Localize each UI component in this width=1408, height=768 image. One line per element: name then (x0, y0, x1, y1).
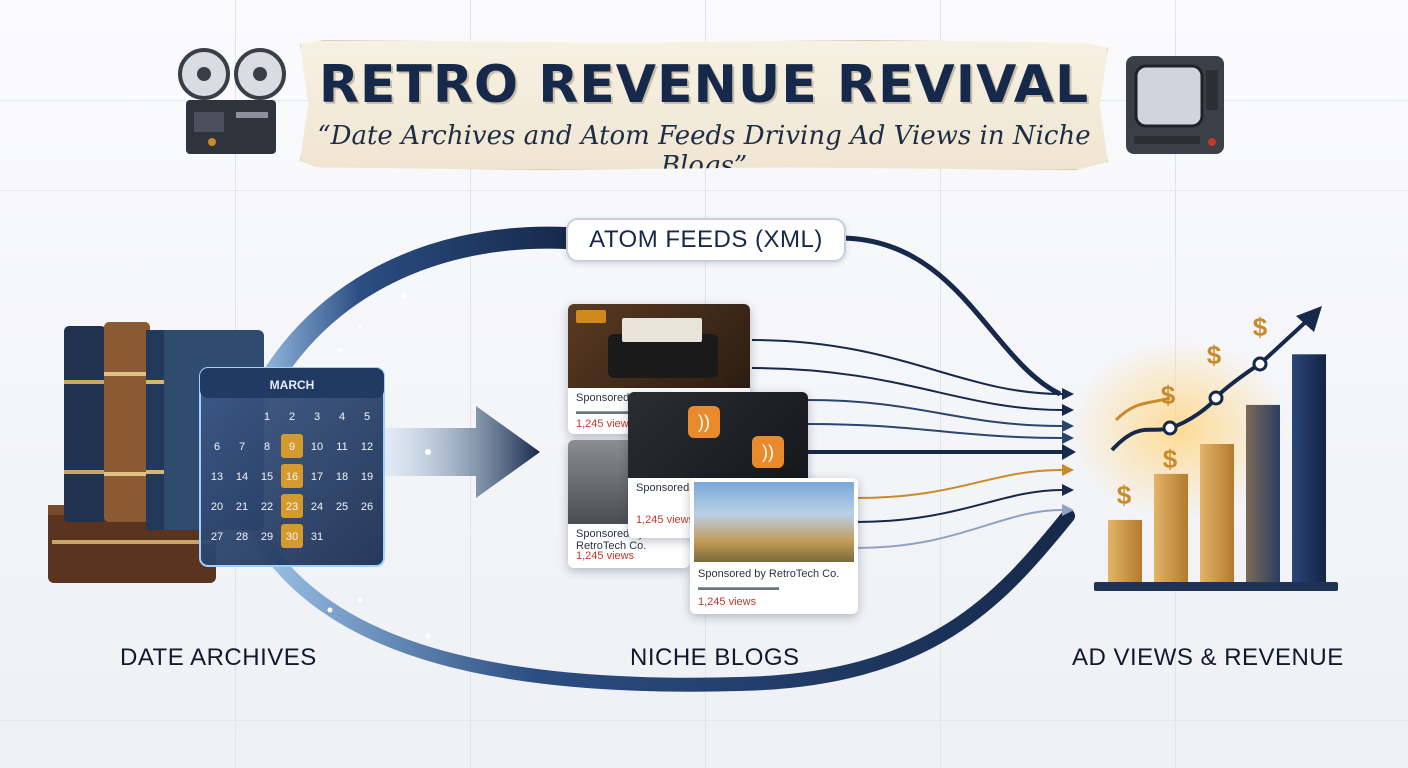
sponsored-badge (576, 310, 606, 323)
stage-label-date-archives: DATE ARCHIVES (120, 644, 317, 671)
calendar-day: 2 (289, 411, 295, 423)
calendar-day: 21 (236, 501, 248, 513)
calendar-highlight (281, 524, 303, 548)
calendar-day: 25 (336, 501, 348, 513)
revenue-bar (1154, 473, 1188, 582)
calendar-month: MARCH (270, 378, 315, 392)
calendar-day: 6 (214, 441, 220, 453)
main-flow-arrow (384, 406, 540, 498)
stage-label-ad-views: AD VIEWS & REVENUE (1072, 644, 1344, 671)
dollar-icon: $ (1161, 380, 1176, 410)
grid-line (0, 720, 1408, 721)
grid-line (940, 0, 941, 768)
calendar-day: 26 (361, 501, 373, 513)
feed-arc-lower (243, 509, 1075, 692)
post-excerpt: ▬▬▬▬▬▬▬▬▬ (698, 582, 779, 592)
grid-line (470, 0, 471, 768)
growth-arrow-icon (1296, 306, 1322, 332)
calendar-day: 17 (311, 471, 323, 483)
feed-lines (751, 339, 1063, 549)
calendar-day: 13 (211, 471, 223, 483)
post-excerpt: ▬▬▬▬▬▬▬▬▬ (576, 406, 657, 416)
rss-icon: )) (752, 436, 784, 468)
keyboard-rss-thumbnail: )) )) (628, 392, 808, 478)
calendar-day: 12 (361, 441, 373, 453)
calendar-day: 22 (261, 501, 273, 513)
revenue-bar (1246, 404, 1280, 582)
dollar-icon: $ (1117, 480, 1132, 510)
dollar-icon: $ (1163, 444, 1178, 474)
calendar-day: 15 (261, 471, 273, 483)
calendar-day: 9 (289, 441, 295, 453)
calendar-day: 7 (239, 441, 245, 453)
growth-point (1162, 420, 1178, 436)
revenue-bar (1108, 519, 1142, 582)
stage-label-niche-blogs: NICHE BLOGS (630, 644, 800, 671)
grid-line (0, 190, 1408, 191)
blog-card: Sponsored by RetroTech Co. ▬▬▬▬▬▬▬▬▬ 1,2… (690, 478, 858, 614)
title-banner: RETRO REVENUE REVIVAL “Date Archives and… (300, 40, 1108, 170)
calendar-day: 31 (311, 531, 323, 543)
rss-icon: )) (688, 406, 720, 438)
calendar-day: 10 (311, 441, 323, 453)
views-count: 1,245 views (698, 596, 757, 608)
calendar-day: 8 (264, 441, 270, 453)
growth-line-gold (1114, 396, 1171, 422)
page-subtitle: “Date Archives and Atom Feeds Driving Ad… (317, 121, 1091, 181)
retro-tv-icon (1126, 56, 1224, 154)
blog-card: )) )) Sponsored by 1,245 views (628, 392, 808, 538)
dollar-icon: $ (1207, 340, 1222, 370)
calendar-day: 1 (264, 411, 270, 423)
revenue-chart: $ $ $ $ $ (1070, 306, 1338, 591)
calendar-day: 20 (211, 501, 223, 513)
atom-feeds-label: ATOM FEEDS (XML) (566, 218, 846, 262)
revenue-bar (1200, 444, 1234, 582)
landscape-thumbnail (694, 482, 854, 562)
calendar-day: 30 (286, 531, 298, 543)
calendar-day: 5 (364, 411, 370, 423)
calendar-day: 27 (211, 531, 223, 543)
feed-arc-upper-tail (841, 235, 1062, 397)
calendar-day: 16 (286, 471, 298, 483)
page-title: RETRO REVENUE REVIVAL (318, 55, 1090, 115)
views-count: 1,245 views (576, 550, 635, 562)
calendar-highlight (281, 464, 303, 488)
revenue-bars (1108, 354, 1326, 582)
calendar-day: 4 (339, 411, 345, 423)
calendar-day: 24 (311, 501, 323, 513)
feed-arrowheads (1062, 388, 1076, 516)
calendar-day: 3 (314, 411, 320, 423)
growth-line (1110, 316, 1312, 452)
calendar-day: 18 (336, 471, 348, 483)
film-projector-icon (178, 48, 286, 154)
sponsor-text: Sponsored by (636, 482, 704, 494)
calendar-day: 19 (361, 471, 373, 483)
calendar-highlight (281, 494, 303, 518)
calendar-day: 28 (236, 531, 248, 543)
views-count: 1,245 views (576, 418, 635, 430)
calendar-highlight (281, 434, 303, 458)
views-count: 1,245 views (636, 514, 695, 526)
sponsor-text: Sponsored by RetroTech Co. (576, 528, 647, 552)
sparkle-dots (327, 292, 431, 639)
calendar-day: 11 (336, 441, 347, 453)
calendar-day: 14 (236, 471, 248, 483)
growth-point (1208, 390, 1224, 406)
calendar-day: 29 (261, 531, 273, 543)
dollar-icon: $ (1253, 312, 1268, 342)
revenue-bar (1292, 354, 1326, 582)
arrow-sparkle (425, 449, 431, 455)
calendar-day: 23 (286, 501, 298, 513)
growth-point (1252, 356, 1268, 372)
sponsor-text: Sponsored by RetroTech Co. (698, 568, 840, 580)
